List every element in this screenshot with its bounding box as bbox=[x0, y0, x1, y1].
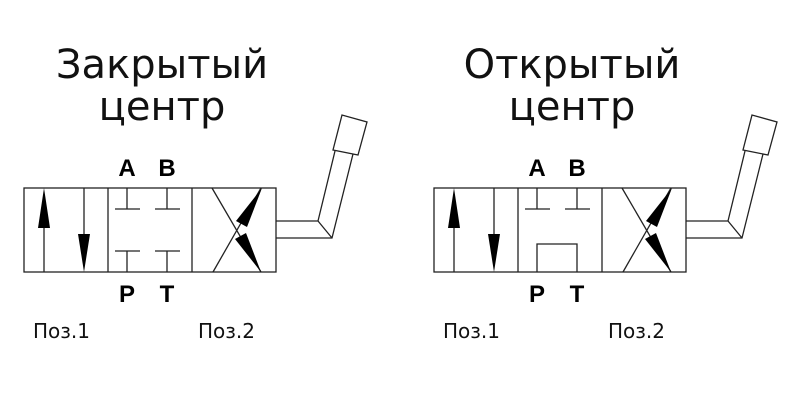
arrow-diagonal-down-icon bbox=[235, 233, 261, 272]
blocked-ports-ab bbox=[525, 188, 590, 210]
open-path-p-to-t bbox=[536, 243, 578, 272]
arrow-diagonal-up-icon bbox=[236, 188, 262, 227]
valve-body bbox=[433, 187, 687, 273]
title-line-1: Закрытый bbox=[56, 42, 268, 88]
lever-handle bbox=[276, 150, 354, 239]
port-a-label: A bbox=[118, 155, 135, 182]
lever-knob bbox=[332, 114, 368, 156]
blocked-ports-pt bbox=[115, 250, 180, 272]
arrow-down-icon bbox=[488, 234, 500, 272]
arrow-up-icon bbox=[38, 188, 50, 228]
lever-knob bbox=[742, 114, 778, 156]
port-t-label: T bbox=[570, 281, 585, 308]
lever-handle bbox=[686, 150, 764, 239]
port-a-label: A bbox=[528, 155, 545, 182]
position-2-label: Поз.2 bbox=[198, 319, 255, 343]
arrow-diagonal-up-icon bbox=[646, 188, 672, 227]
port-b-label: B bbox=[568, 155, 585, 182]
arrow-diagonal-down-icon bbox=[645, 233, 671, 272]
blocked-ports-ab bbox=[115, 188, 180, 210]
port-p-label: P bbox=[529, 281, 545, 308]
title-line-1: Открытый bbox=[464, 42, 681, 88]
position-1-label: Поз.1 bbox=[443, 319, 500, 343]
arrow-down-icon bbox=[78, 234, 90, 272]
position-1-label: Поз.1 bbox=[33, 319, 90, 343]
position-2-label: Поз.2 bbox=[608, 319, 665, 343]
port-b-label: B bbox=[158, 155, 175, 182]
valve-body bbox=[23, 187, 277, 273]
port-t-label: T bbox=[160, 281, 175, 308]
port-p-label: P bbox=[119, 281, 135, 308]
title-line-2: центр bbox=[509, 84, 636, 130]
arrow-up-icon bbox=[448, 188, 460, 228]
title-line-2: центр bbox=[99, 84, 226, 130]
